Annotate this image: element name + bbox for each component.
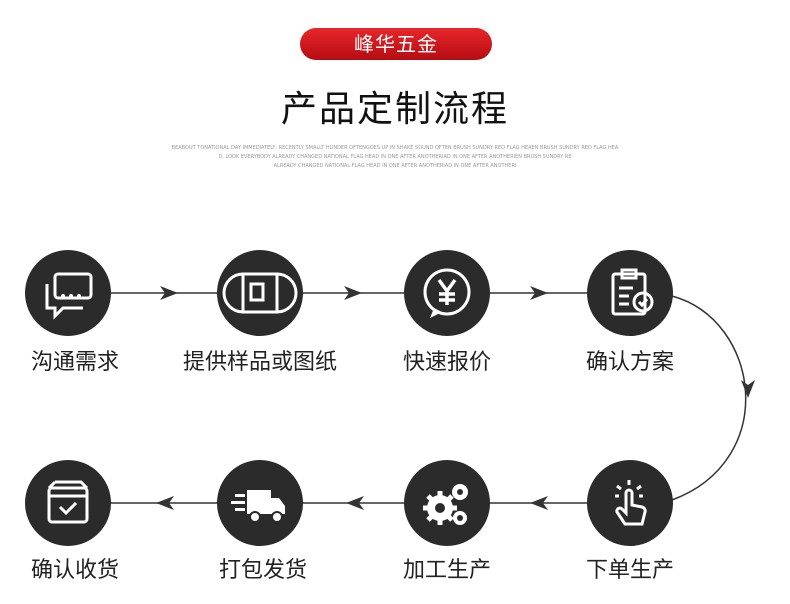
arrow-right-icon	[530, 286, 548, 300]
yuan-icon	[423, 268, 471, 318]
page-title: 产品定制流程	[280, 89, 509, 130]
brand-badge: 峰华五金	[300, 28, 492, 60]
step-8-circle	[25, 460, 111, 546]
arrow-down-icon	[741, 380, 755, 398]
step-6-circle	[404, 460, 490, 546]
step-7-label: 打包发货	[218, 558, 307, 583]
chat-icon	[45, 272, 93, 320]
step-4-label: 确认方案	[585, 350, 674, 375]
box-check-icon	[47, 480, 89, 524]
step-5-circle	[587, 460, 673, 546]
clipboard-check-icon	[611, 268, 654, 316]
step-7-circle	[217, 460, 303, 546]
step-3-circle	[404, 250, 490, 336]
step-8-label: 确认收货	[30, 558, 119, 583]
step-5-label: 下单生产	[585, 558, 674, 583]
step-6-label: 加工生产	[402, 558, 491, 583]
arrow-right-icon	[344, 286, 362, 300]
step-2-label: 提供样品或图纸	[182, 350, 337, 375]
step-4-circle	[587, 250, 673, 336]
arrow-right-icon	[160, 286, 178, 300]
step-2-circle	[217, 250, 303, 336]
blueprint-icon	[222, 272, 298, 314]
subtitle-line: D, LOOK EVERYBODY ALREADY CHANGED NATION…	[218, 154, 572, 160]
step-1-label: 沟通需求	[30, 350, 119, 375]
step-1-circle	[25, 250, 111, 336]
arrow-left-icon	[156, 496, 174, 510]
truck-icon	[231, 490, 285, 523]
gears-icon	[423, 484, 468, 525]
subtitle-line: BEABOUT TONATIONAL DAY IMMEDIATELY, RECE…	[171, 145, 619, 151]
tap-icon	[615, 480, 647, 526]
subtitle-line: ALREADY CHANGED NATIONAL FLAG HEAD IN ON…	[273, 163, 517, 169]
step-3-label: 快速报价	[402, 350, 491, 375]
arrow-left-icon	[530, 496, 548, 510]
arrow-left-icon	[346, 496, 364, 510]
